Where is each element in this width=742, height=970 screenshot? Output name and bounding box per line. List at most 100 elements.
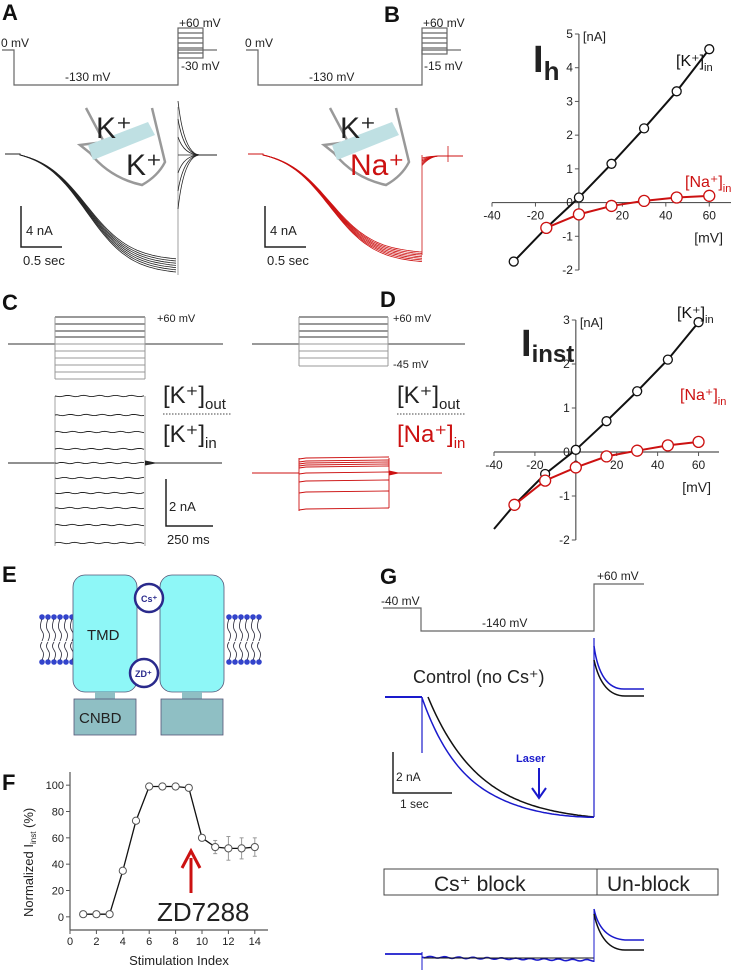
a-left-pipette-bottom-ion: K⁺ [126,149,162,182]
lipid-head [256,614,262,620]
current-trace [54,394,145,398]
lipid-head [57,614,63,620]
lipid-tail [233,618,237,642]
data-point [224,844,233,853]
y-tick-label: 0 [58,912,64,924]
c-left-current-traces [8,394,222,546]
a-right-pipette-diagram: K⁺ Na⁺ [320,107,411,187]
a-left-pipette-top-ion: K⁺ [96,112,132,145]
panel-label-g: G [380,564,397,589]
y-tick-label: 80 [52,807,64,819]
lipid-tail [227,641,231,661]
data-point [638,123,650,134]
tail-current [593,645,644,690]
tail-current [593,913,644,951]
lipid-head [63,614,69,620]
a-left-bottom-label: -30 mV [181,59,220,73]
data-point [632,386,643,397]
lipid-head [256,659,262,665]
y-tick-label: 3 [563,313,570,327]
lipid-tail [257,618,261,642]
y-tick-label: -2 [562,263,573,277]
lipid-head [244,659,250,665]
tail-artifact [144,460,156,466]
x-tick-label: 12 [222,936,234,948]
lipid-tail [251,618,255,642]
y-tick-label: -2 [559,533,570,547]
lipid-tail [52,641,56,661]
a-left-top-label: +60 mV [179,16,221,30]
panel-label-b: B [384,2,400,27]
g-control-traces [385,638,644,819]
laser-arrow [531,768,547,800]
data-point [703,189,716,202]
lipid-head [45,614,51,620]
a-right-step-label: -130 mV [309,70,354,84]
data-point [631,444,644,457]
x-tick-label: 6 [146,936,152,948]
x-tick-label: -40 [485,458,503,472]
cnbd-left [73,698,137,736]
x-tick-label: 20 [616,209,630,223]
c-left-scale-x: 250 ms [167,532,210,547]
lipid-tail [52,618,56,642]
tail-current [421,155,463,166]
x-tick-label: 4 [120,936,126,948]
data-point [197,833,207,842]
lipid-tail [251,641,255,661]
lipid-tail [64,618,68,642]
g-scale-x: 1 sec [400,797,429,811]
c-right-voltage-protocol [252,316,465,367]
c-left-voltage-protocol [8,316,223,380]
current-trace [248,153,423,262]
current-trace [421,697,594,819]
lipid-bilayer-left [39,614,75,665]
c-left-in-label: [K⁺]in [163,421,217,452]
y-tick-label: 1 [566,162,573,176]
g-unblock-label: Un-block [607,873,690,896]
data-point [92,910,101,919]
a-left-current-traces [5,100,217,275]
x-tick-label: 10 [196,936,208,948]
data-point [508,498,521,511]
current-trace [54,523,145,527]
g-step-label: -140 mV [482,616,527,630]
lipid-head [244,614,250,620]
g-block-bar [383,868,719,896]
data-point [538,474,552,487]
tmd-right-subunit [159,574,225,693]
zd-label: ZD⁺ [135,669,152,679]
data-point [158,782,167,791]
y-tick-label: 40 [52,859,64,871]
a-right-voltage-protocol [246,27,461,86]
c-right-in-label: [Na⁺]in [397,421,465,452]
current-trace [298,490,390,494]
zd-binding-site [128,657,160,689]
tail-current [177,154,217,174]
linker-left [95,692,115,700]
lipid-head [250,659,256,665]
data-point [661,439,675,452]
zd7288-arrow [180,847,202,893]
lipid-head [238,659,244,665]
data-point [569,461,582,474]
lipid-head [39,614,45,620]
current-trace [298,461,390,465]
data-point [662,354,674,365]
data-point [670,191,683,204]
cs-binding-site [133,582,165,614]
y-tick-label: 5 [566,27,573,41]
data-point [211,842,220,852]
x-tick-label: 2 [93,936,99,948]
panel-label-f: F [2,770,15,795]
c-right-out-label: [K⁺]out [397,382,461,413]
data-point [118,866,127,875]
panel-label-a: A [2,0,18,25]
tail-current [593,659,644,697]
y-axis-label: [nA] [583,29,606,44]
a-left-hold-label: 0 mV [1,36,29,50]
lipid-tail [58,618,62,642]
data-point [171,782,180,791]
data-point [570,444,581,455]
